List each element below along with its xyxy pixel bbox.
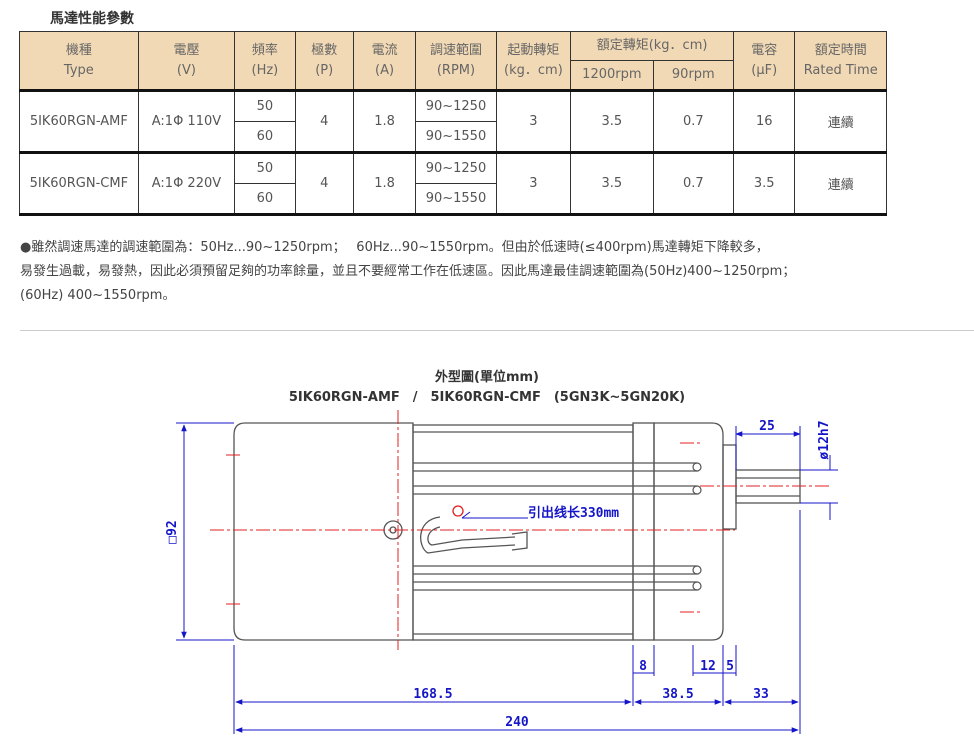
cell-torque-90: 0.7 <box>652 89 735 153</box>
dimension-lines <box>176 422 838 734</box>
cell-freq: 50 <box>234 89 296 122</box>
table-row: 5IK60RGN-CMF A:1Φ 220V 50 4 1.8 90~1250 … <box>19 151 887 216</box>
cell-freq: 50 <box>234 151 296 184</box>
cell-model: 5IK60RGN-CMF <box>19 151 139 216</box>
dim-5: 5 <box>726 659 734 674</box>
header-speed-range: 調速範圍(RPM) <box>415 31 497 91</box>
table-row: 60 90~1550 <box>20 121 887 153</box>
header-voltage: 電壓(V) <box>137 31 236 91</box>
cell-starting-torque: 3 <box>495 89 572 153</box>
divider <box>20 330 974 331</box>
dim-flange-8: 8 <box>639 659 647 674</box>
header-frequency: 頻率(Hz) <box>234 31 296 91</box>
cell-rated-time: 連續 <box>794 89 887 153</box>
dim-flange-length: 38.5 <box>662 687 693 702</box>
cell-voltage: A:1Φ 110V <box>137 89 236 153</box>
cell-torque-1200: 3.5 <box>570 151 654 216</box>
header-current: 電流(A) <box>352 31 417 91</box>
cell-starting-torque: 3 <box>495 151 572 216</box>
dim-shaft-length: 25 <box>759 419 775 434</box>
cell-torque-1200: 3.5 <box>570 89 654 153</box>
header-torque-90: 90rpm <box>652 60 735 91</box>
note-line-2: 易發生過載，易發熱，因此必須預留足夠的功率餘量，並且不要經常工作在低速區。因此馬… <box>20 264 796 279</box>
cell-torque-90: 0.7 <box>652 151 735 216</box>
speed-note: ●雖然調速馬達的調速範圍為：50Hz...90~1250rpm； 60Hz...… <box>20 236 920 308</box>
cooling-fins <box>413 462 702 591</box>
cell-speed: 90~1550 <box>415 121 497 153</box>
cell-current: 1.8 <box>352 151 417 216</box>
header-capacitor: 電容(μF) <box>733 31 796 91</box>
center-lines <box>210 410 830 650</box>
cell-poles: 4 <box>294 151 354 216</box>
cell-freq: 60 <box>234 183 296 216</box>
dim-shaft-dia: ø12h7 <box>817 420 832 459</box>
outline-drawing: 25 ø12h7 □92 引出线长330mm 8 12 5 168.5 38.5… <box>165 410 838 734</box>
cell-voltage: A:1Φ 220V <box>137 151 236 216</box>
cell-speed: 90~1250 <box>415 151 497 184</box>
dim-square: □92 <box>165 520 180 543</box>
dim-shaft-33: 33 <box>753 687 769 702</box>
motor-body <box>233 422 801 641</box>
drawing-title: 外型圖(單位mm) <box>435 370 539 385</box>
header-rated-torque: 額定轉矩(kg．cm) <box>570 31 735 61</box>
header-starting-torque: 起動轉矩(kg．cm) <box>495 31 572 91</box>
cell-freq: 60 <box>234 121 296 153</box>
table-row: 60 90~1550 <box>20 183 887 216</box>
cell-capacitor: 3.5 <box>733 151 796 216</box>
note-line-3: (60Hz) 400~1550rpm。 <box>20 288 176 303</box>
cell-speed: 90~1550 <box>415 183 497 216</box>
cell-current: 1.8 <box>352 89 417 153</box>
dim-12: 12 <box>700 659 716 674</box>
section-title: 馬達性能參數 <box>50 11 134 27</box>
cell-capacitor: 16 <box>733 89 796 153</box>
dim-lead-wire: 引出线长330mm <box>528 505 619 521</box>
header-poles: 極數(P) <box>294 31 354 91</box>
cell-speed: 90~1250 <box>415 89 497 122</box>
cell-poles: 4 <box>294 89 354 153</box>
dim-total-length: 240 <box>505 715 529 730</box>
note-line-1: ●雖然調速馬達的調速範圍為：50Hz...90~1250rpm； 60Hz...… <box>20 240 769 255</box>
cell-rated-time: 連續 <box>794 151 887 216</box>
dim-body-length: 168.5 <box>413 687 452 702</box>
drawing-subtitle: 5IK60RGN-AMF / 5IK60RGN-CMF (5GN3K~5GN20… <box>288 390 686 405</box>
cell-model: 5IK60RGN-AMF <box>19 89 139 153</box>
header-torque-1200: 1200rpm <box>570 60 654 91</box>
lead-wire <box>383 505 528 554</box>
table-row: 5IK60RGN-AMF A:1Φ 110V 50 4 1.8 90~1250 … <box>19 89 887 153</box>
